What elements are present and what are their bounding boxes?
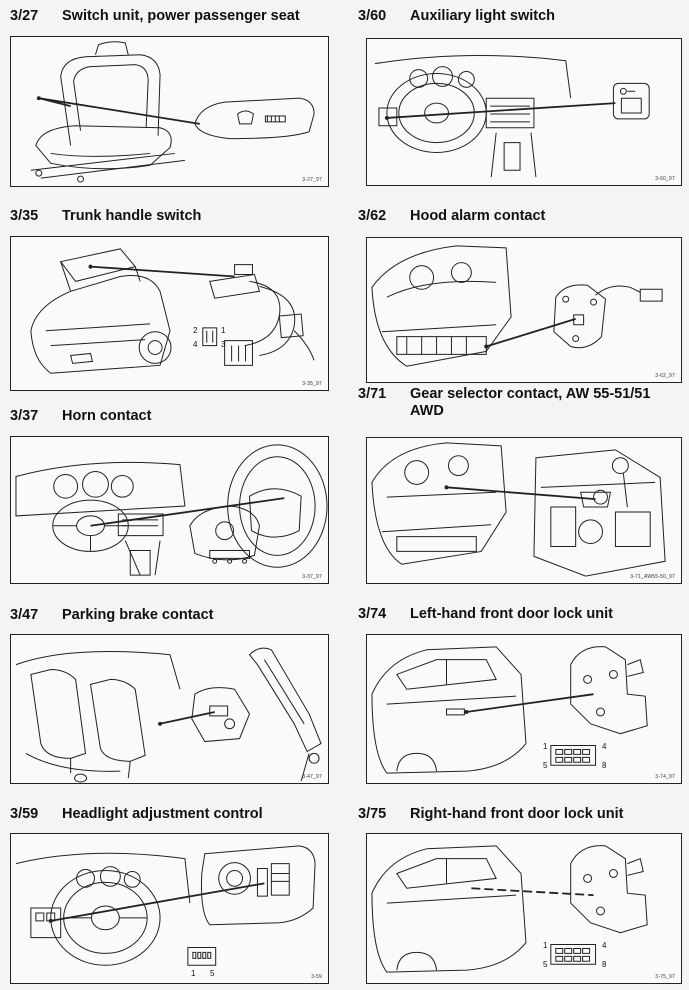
section-3-47: 3/47 Parking brake contact <box>10 607 330 785</box>
illustration-gear-selector: 3-71_AW55-50_97 <box>366 437 682 584</box>
pin-label: 5 <box>543 761 548 770</box>
section-3-27: 3/27 Switch unit, power passenger seat <box>10 8 330 188</box>
illustration-left-door-lock: 1 4 5 8 3-74_97 <box>366 634 682 784</box>
figure-reference: 3-37_97 <box>302 574 322 580</box>
pin-label: 1 <box>543 941 548 950</box>
section-code: 3/27 <box>10 8 39 24</box>
section-title: 3/47 Parking brake contact <box>10 607 214 624</box>
section-heading: Parking brake contact <box>62 607 214 623</box>
section-heading: Switch unit, power passenger seat <box>62 8 300 24</box>
right-door-lock-drawing <box>367 834 681 983</box>
section-title: 3/62 Hood alarm contact <box>358 208 545 225</box>
hood-alarm-drawing <box>367 238 681 382</box>
figure-reference: 3-59 <box>311 974 322 980</box>
pin-label: 4 <box>602 742 607 751</box>
section-title: 3/71 Gear selector contact, AW 55-51/51 A… <box>358 386 683 420</box>
figure-reference: 3-74_97 <box>655 774 675 780</box>
pin-label: 1 <box>221 326 226 335</box>
pin-label: 1 <box>191 969 196 978</box>
pin-label: 8 <box>602 761 607 770</box>
figure-reference: 3-71_AW55-50_97 <box>630 574 675 580</box>
illustration-horn-contact: 3-37_97 <box>10 436 329 584</box>
section-heading: Auxiliary light switch <box>410 8 556 24</box>
pin-label: 5 <box>543 960 548 969</box>
section-3-37: 3/37 Horn contact <box>10 408 330 586</box>
section-3-60: 3/60 Auxiliary light switch <box>358 8 683 188</box>
illustration-seat-switch: 3-27_97 <box>10 36 329 187</box>
pin-label: 4 <box>193 340 198 349</box>
section-code: 3/35 <box>10 208 39 224</box>
section-3-62: 3/62 Hood alarm contact 3-62_97 <box>358 208 683 384</box>
pin-label: 4 <box>602 941 607 950</box>
section-heading: Right-hand front door lock unit <box>410 806 624 822</box>
section-heading: Horn contact <box>62 408 152 424</box>
section-heading: Hood alarm contact <box>410 208 546 224</box>
section-code: 3/59 <box>10 806 39 822</box>
illustration-headlight-control: 1 5 3-59 <box>10 833 329 984</box>
section-code: 3/71 <box>358 386 387 402</box>
section-heading: Trunk handle switch <box>62 208 202 224</box>
section-heading-line2: AWD <box>410 403 444 419</box>
section-3-59: 3/59 Headlight adjustment control <box>10 806 330 986</box>
section-code: 3/37 <box>10 408 39 424</box>
pin-label: 5 <box>210 969 215 978</box>
illustration-right-door-lock: 1 4 5 8 3-75_97 <box>366 833 682 984</box>
section-3-74: 3/74 Left-hand front door lock unit <box>358 606 683 786</box>
figure-reference: 3-75_97 <box>655 974 675 980</box>
figure-reference: 3-47_97 <box>302 774 322 780</box>
pin-label: 2 <box>193 326 198 335</box>
pin-label: 1 <box>543 742 548 751</box>
section-code: 3/62 <box>358 208 387 224</box>
section-3-71: 3/71 Gear selector contact, AW 55-51/51 A… <box>358 386 683 586</box>
section-code: 3/47 <box>10 607 39 623</box>
figure-reference: 3-60_97 <box>655 176 675 182</box>
pin-label: 8 <box>602 960 607 969</box>
section-heading: Left-hand front door lock unit <box>410 606 613 622</box>
trunk-switch-drawing <box>11 237 328 390</box>
section-title: 3/60 Auxiliary light switch <box>358 8 555 25</box>
parking-brake-drawing <box>11 635 328 783</box>
seat-switch-drawing <box>11 37 328 186</box>
section-title: 3/35 Trunk handle switch <box>10 208 201 225</box>
auxiliary-light-drawing <box>367 39 681 185</box>
section-code: 3/74 <box>358 606 387 622</box>
gear-selector-drawing <box>367 438 681 583</box>
figure-reference: 3-27_97 <box>302 177 322 183</box>
illustration-parking-brake: 3-47_97 <box>10 634 329 784</box>
pin-label: 3 <box>221 340 226 349</box>
section-title: 3/75 Right-hand front door lock unit <box>358 806 623 823</box>
section-code: 3/75 <box>358 806 387 822</box>
illustration-trunk-switch: 2 1 4 3 3-35_97 <box>10 236 329 391</box>
illustration-auxiliary-light: 3-60_97 <box>366 38 682 186</box>
section-heading-line1: Gear selector contact, AW 55-51/51 <box>410 386 651 402</box>
section-code: 3/60 <box>358 8 387 24</box>
figure-reference: 3-35_97 <box>302 381 322 387</box>
section-title: 3/37 Horn contact <box>10 408 151 425</box>
section-3-35: 3/35 Trunk handle switch <box>10 208 330 392</box>
section-title: 3/27 Switch unit, power passenger seat <box>10 8 300 25</box>
section-title: 3/74 Left-hand front door lock unit <box>358 606 613 623</box>
section-heading: Headlight adjustment control <box>62 806 263 822</box>
section-title: 3/59 Headlight adjustment control <box>10 806 263 823</box>
figure-reference: 3-62_97 <box>655 373 675 379</box>
horn-contact-drawing <box>11 437 328 583</box>
left-door-lock-drawing <box>367 635 681 783</box>
illustration-hood-alarm: 3-62_97 <box>366 237 682 383</box>
section-3-75: 3/75 Right-hand front door lock unit <box>358 806 683 986</box>
headlight-control-drawing <box>11 834 328 983</box>
